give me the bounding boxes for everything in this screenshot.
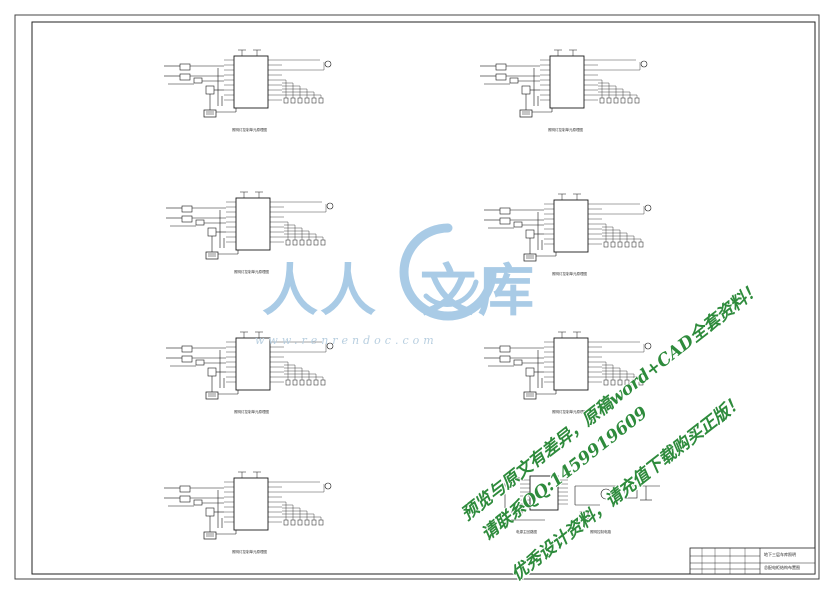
control-unit-6 (484, 331, 652, 400)
watermark-logo (399, 223, 497, 321)
control-unit-2 (480, 49, 648, 118)
control-unit-5 (166, 331, 334, 400)
unit-caption-2: 照明灯控制单元原理图 (548, 128, 583, 132)
control-unit-3 (166, 191, 334, 260)
watermark-brand-left: 人人 (262, 259, 378, 324)
outer-border (14, 14, 820, 580)
unit-caption-7: 照明灯控制单元原理图 (232, 550, 267, 554)
bottom-caption-1: 电源主回路图 (516, 530, 537, 534)
unit-caption-4: 照明灯控制单元原理图 (552, 272, 587, 276)
control-unit-7 (164, 471, 332, 540)
unit-caption-3: 照明灯控制单元原理图 (234, 270, 269, 274)
control-unit-1 (164, 49, 332, 118)
unit-caption-6: 照明灯控制单元原理图 (552, 410, 587, 414)
unit-caption-5: 照明灯控制单元原理图 (234, 410, 269, 414)
title-block-line2: 总配电柜结构布置图 (764, 565, 800, 570)
watermark-site: www.renrendoc.com (255, 334, 438, 347)
title-block-line1: 地下三层车库照明 (764, 552, 796, 557)
bottom-schematics (504, 475, 660, 521)
unit-caption-1: 照明灯控制单元原理图 (232, 128, 267, 132)
inner-border (31, 21, 816, 575)
title-block (689, 547, 816, 575)
circuit-diagram-group (164, 49, 652, 540)
bottom-caption-2: 照明控制电路 (590, 530, 611, 534)
control-unit-4 (484, 193, 652, 262)
watermark-brand-right: 文库 (420, 259, 536, 324)
